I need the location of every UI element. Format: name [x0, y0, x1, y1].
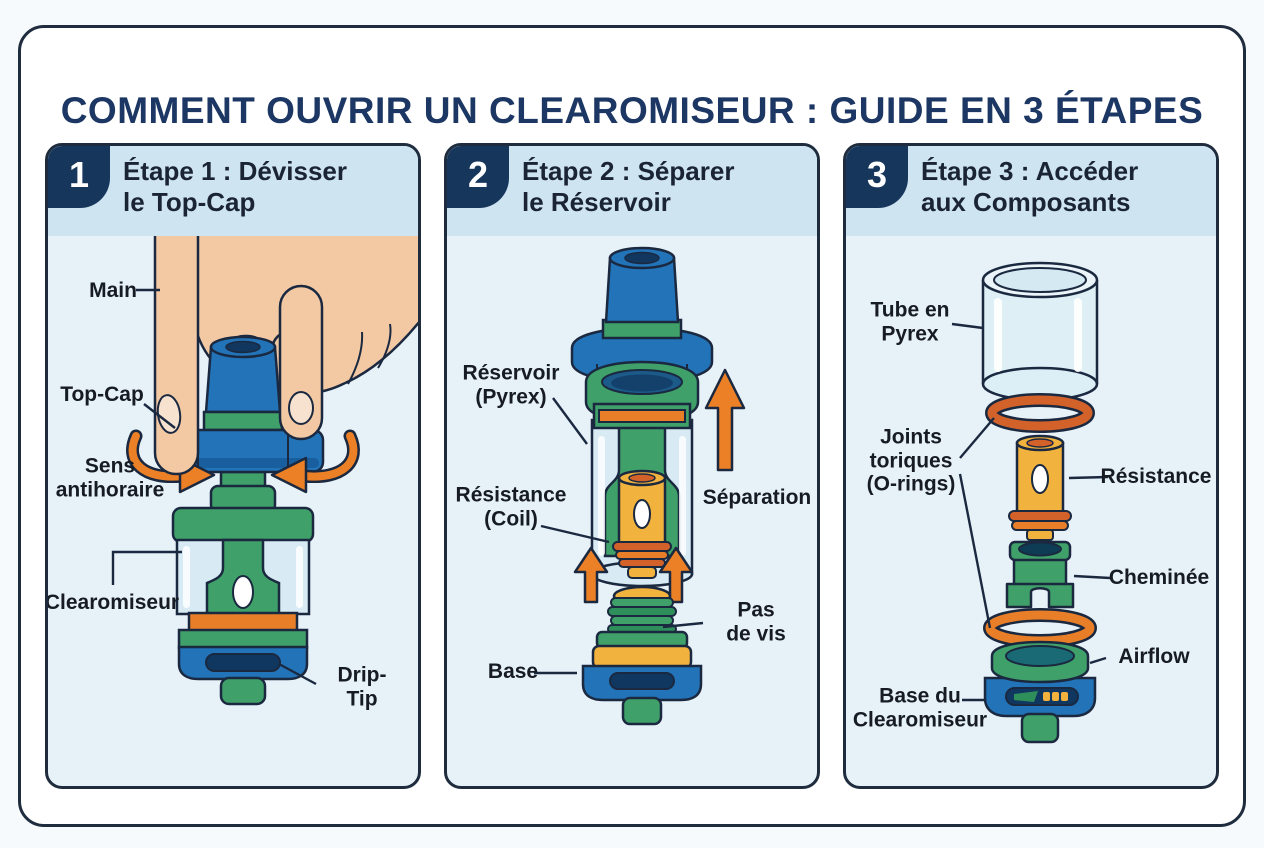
- step-panel-1: 1 Étape 1 : Dévisser le Top-Cap: [45, 143, 421, 789]
- label-cheminee: Cheminée: [1108, 566, 1210, 590]
- step-panel-3: 3 Étape 3 : Accéder aux Composants: [843, 143, 1219, 789]
- o-ring-top-icon: [985, 393, 1095, 433]
- step-1-title: Étape 1 : Dévisser le Top-Cap: [123, 156, 348, 217]
- label-tube-pyrex: Tube en Pyrex: [870, 298, 950, 345]
- label-reservoir: Réservoir (Pyrex): [462, 361, 560, 408]
- label-joints-toriques: Joints toriques (O-rings): [866, 425, 956, 496]
- rotation-arrow-right-icon: [270, 429, 360, 494]
- step-1-body: Main Top-Cap Sens antihoraire Clearomise…: [48, 236, 418, 786]
- pyrex-tube-illustration: [981, 261, 1099, 402]
- step-2-number-badge: 2: [447, 146, 509, 208]
- page-title: COMMENT OUVRIR UN CLEAROMISEUR : GUIDE E…: [60, 90, 1204, 131]
- tank-illustration: [584, 360, 700, 588]
- step-3-number-badge: 3: [846, 146, 908, 208]
- up-arrow-left-icon: [573, 546, 609, 604]
- label-main: Main: [89, 279, 137, 303]
- clearomizer-illustration: [161, 335, 325, 706]
- leader-lines: [534, 397, 704, 675]
- label-base: Base: [487, 660, 539, 684]
- label-base-clearomiseur: Base du Clearomiseur: [852, 684, 988, 731]
- leader-lines: [951, 322, 1111, 702]
- step-1-number-badge: 1: [48, 146, 110, 208]
- step-3-title: Étape 3 : Accéder aux Composants: [921, 156, 1139, 217]
- top-cap-illustration: [570, 246, 714, 384]
- step-2-title: Étape 2 : Séparer le Réservoir: [522, 156, 735, 217]
- separation-arrow-icon: [704, 368, 746, 472]
- label-resistance: Résistance: [1100, 465, 1212, 489]
- step-3-body: Tube en Pyrex Joints toriques (O-rings) …: [846, 236, 1216, 786]
- step-2-body: Réservoir (Pyrex) Résistance (Coil) Sépa…: [447, 236, 817, 786]
- leader-lines: [111, 288, 317, 686]
- airflow-base-illustration: [983, 640, 1097, 744]
- coil-illustration: [1008, 434, 1072, 541]
- step-panel-2: 2 Étape 2 : Séparer le Réservoir: [444, 143, 820, 789]
- label-sens-antihoraire: Sens antihoraire: [55, 454, 165, 501]
- step-2-header: 2 Étape 2 : Séparer le Réservoir: [447, 146, 817, 236]
- label-top-cap: Top-Cap: [60, 383, 144, 407]
- label-drip-tip: Drip-Tip: [337, 663, 387, 710]
- step-3-header: 3 Étape 3 : Accéder aux Composants: [846, 146, 1216, 236]
- label-resistance-coil: Résistance (Coil): [455, 483, 567, 530]
- o-ring-bottom-icon: [983, 608, 1097, 648]
- hand-fingers: [153, 236, 324, 476]
- base-illustration: [581, 585, 703, 726]
- step-3-illustration: [951, 261, 1111, 744]
- label-clearomiseur: Clearomiseur: [45, 591, 180, 615]
- label-separation: Séparation: [702, 486, 812, 510]
- label-pas-de-vis: Pas de vis: [726, 598, 786, 645]
- chimney-illustration: [1005, 540, 1075, 609]
- up-arrow-right-icon: [658, 546, 694, 604]
- step-1-illustration: [111, 236, 418, 706]
- label-airflow: Airflow: [1118, 645, 1190, 669]
- step-1-header: 1 Étape 1 : Dévisser le Top-Cap: [48, 146, 418, 236]
- step-2-illustration: [534, 246, 746, 726]
